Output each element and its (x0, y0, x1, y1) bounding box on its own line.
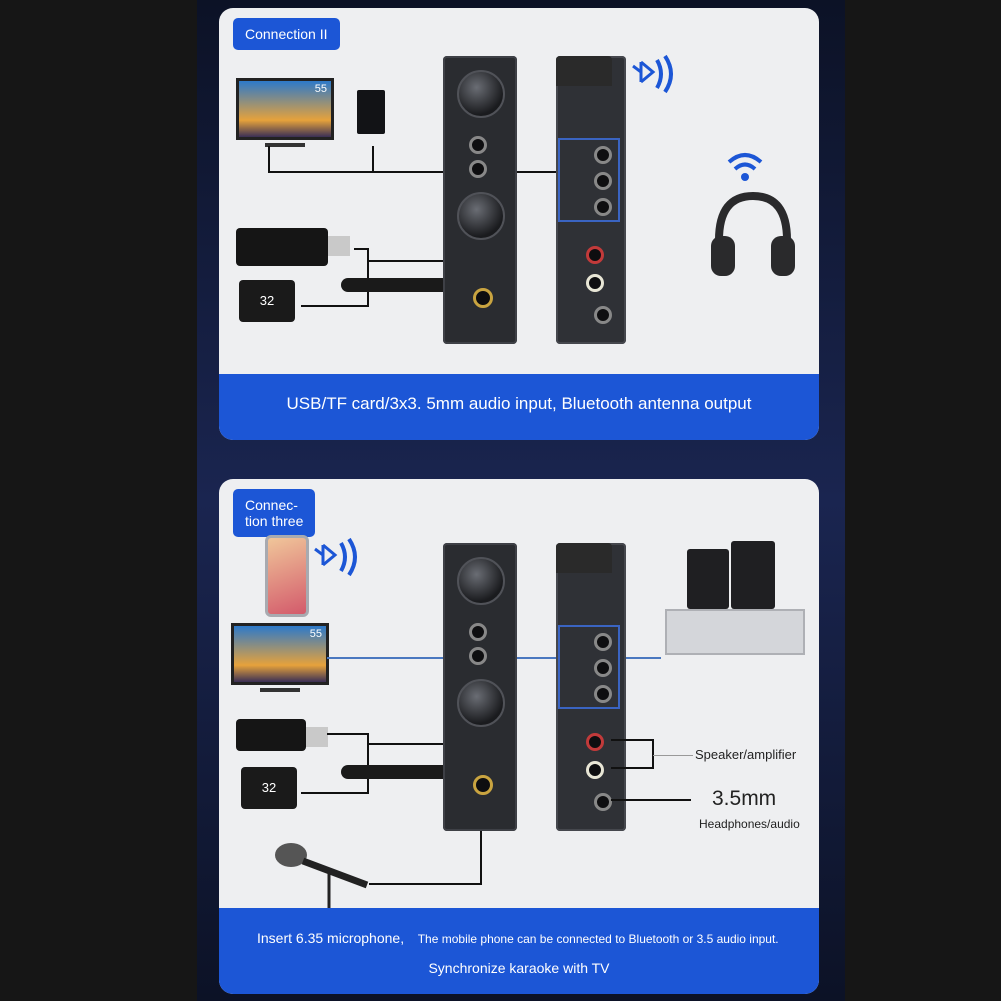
device-front-panel (443, 56, 517, 344)
usb-drive-image (236, 228, 350, 266)
jack (469, 160, 487, 178)
mic-jack (473, 775, 493, 795)
usb-drive-image (236, 719, 328, 751)
speaker-image (687, 549, 729, 609)
wire (611, 739, 653, 741)
antenna-base (556, 543, 612, 573)
wire (611, 767, 653, 769)
headphones-audio-label: Headphones/audio (699, 817, 800, 831)
mode-knob (457, 192, 505, 240)
wire (301, 792, 369, 794)
wire (268, 171, 600, 173)
volume-knob (457, 557, 505, 605)
caption-line1: Insert 6.35 microphone, The mobile phone… (257, 930, 779, 946)
panel-tag-line1: Connec- (245, 497, 298, 513)
mode-knob (457, 679, 505, 727)
phone-image (265, 535, 309, 617)
input-jack (594, 633, 612, 651)
device-back-panel (556, 56, 626, 344)
wire (268, 146, 270, 172)
volume-knob (457, 70, 505, 118)
tf-card-image: 32 (239, 280, 295, 322)
connection-three-panel: Connec- tion three 55 32 (219, 479, 819, 994)
wire (354, 248, 368, 250)
input-jack (594, 146, 612, 164)
antenna-base (556, 56, 612, 86)
rca-jack-white (586, 274, 604, 292)
wire (652, 739, 654, 769)
wire (480, 789, 482, 885)
caption-part1: Insert 6.35 microphone, (257, 930, 405, 946)
amplifier-image (665, 609, 805, 655)
wire (611, 799, 691, 801)
input-group (558, 138, 620, 222)
panel-caption: USB/TF card/3x3. 5mm audio input, Blueto… (219, 374, 819, 440)
speaker-amplifier-label: Speaker/amplifier (695, 747, 797, 762)
tf-card-label: 32 (261, 780, 277, 795)
output-jack (594, 793, 612, 811)
wire (367, 260, 482, 262)
wire (653, 755, 693, 756)
tv-image: 55 (231, 623, 329, 692)
input-jack (594, 198, 612, 216)
rca-jack-red (586, 733, 604, 751)
tv-size-label: 55 (309, 628, 322, 640)
device-front-panel (443, 543, 517, 831)
tf-card-label: 32 (259, 293, 275, 308)
panel-tag-line2: tion three (245, 513, 304, 529)
wire (372, 146, 374, 172)
wire (367, 743, 482, 745)
input-jack (594, 172, 612, 190)
speaker-image (731, 541, 775, 609)
jack-size-label: 3.5mm (712, 787, 777, 810)
wire (367, 733, 369, 793)
antenna-image (341, 278, 451, 292)
rca-jack-white (586, 761, 604, 779)
device-back-panel (556, 543, 626, 831)
jack (469, 623, 487, 641)
output-jack (594, 306, 612, 324)
caption-text: USB/TF card/3x3. 5mm audio input, Blueto… (286, 394, 752, 413)
panel-caption: Insert 6.35 microphone, The mobile phone… (219, 908, 819, 994)
bluetooth-icon (632, 54, 673, 94)
tf-card-image: 32 (241, 767, 297, 809)
jack (469, 647, 487, 665)
mic-jack (473, 288, 493, 308)
panel-tag: Connection II (233, 18, 340, 50)
tv-image: 55 (236, 78, 334, 147)
rca-jack-red (586, 246, 604, 264)
wire (327, 733, 367, 735)
wire (367, 248, 369, 306)
antenna-image (341, 765, 451, 779)
caption-part2: The mobile phone can be connected to Blu… (417, 932, 779, 946)
game-console-image (357, 90, 385, 134)
tv-size-label: 55 (314, 83, 327, 95)
input-jack (594, 685, 612, 703)
wire (301, 305, 369, 307)
jack (469, 136, 487, 154)
input-jack (594, 659, 612, 677)
microphone-icon (275, 843, 369, 911)
headphones-icon (711, 191, 795, 276)
connection-two-panel: Connection II 55 32 (219, 8, 819, 440)
panel-tag: Connec- tion three (233, 489, 316, 537)
wifi-icon (727, 153, 763, 181)
bluetooth-icon (314, 537, 357, 577)
input-group (558, 625, 620, 709)
wire (369, 883, 481, 885)
caption-line2: Synchronize karaoke with TV (428, 960, 610, 976)
